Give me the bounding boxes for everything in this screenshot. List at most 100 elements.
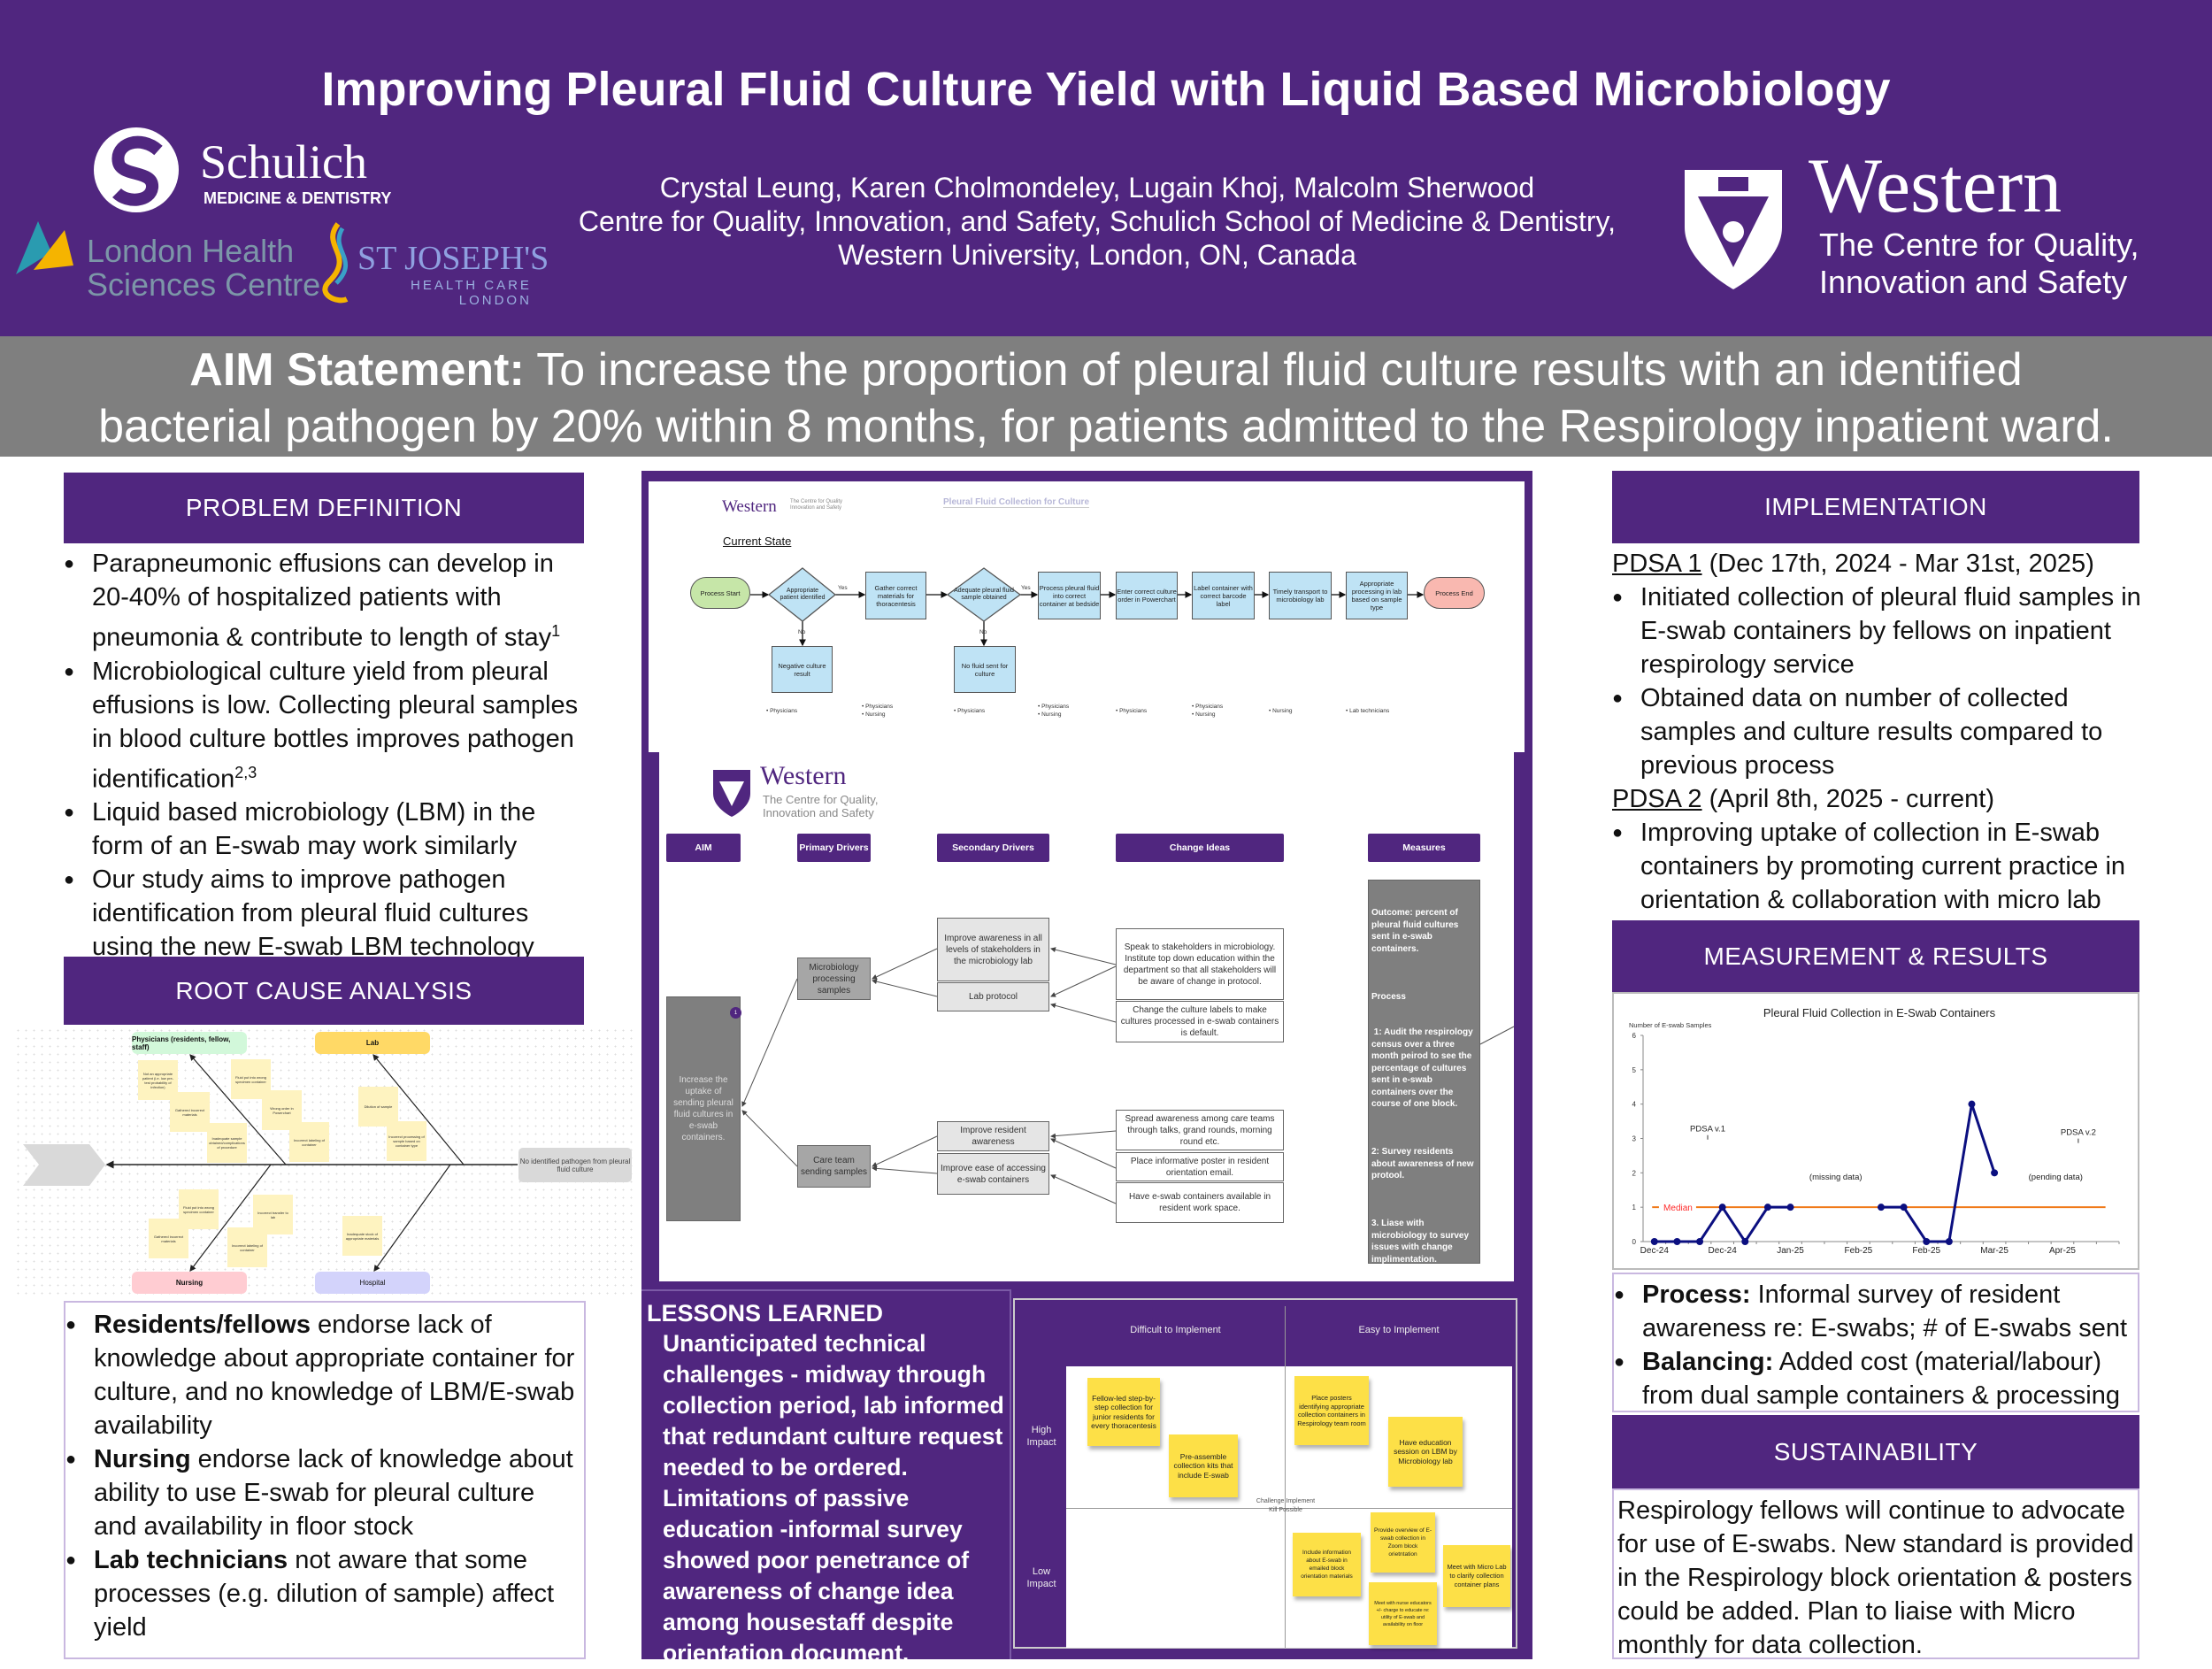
bullet-text: Obtained data on number of collected sam…	[1640, 684, 2103, 780]
lhsc-line-1: London Health	[87, 233, 295, 269]
bullet-item: Initiated collection of pleural fluid sa…	[1612, 581, 2143, 681]
role-label: • Physicians • Nursing	[862, 704, 894, 718]
sticky-note: Provide overview of E-swab collection in…	[1371, 1512, 1435, 1573]
header-change-ideas: Change Ideas	[1116, 834, 1284, 862]
lhsc-icon	[16, 221, 73, 274]
schulich-s-icon	[94, 127, 179, 212]
western-sub-1: The Centre for Quality,	[1819, 227, 2139, 263]
implementation-heading: IMPLEMENTATION	[1612, 471, 2139, 543]
secondary-driver: Improve resident awareness	[937, 1121, 1049, 1151]
sticky-note: Meet with Micro Lab to clarify collectio…	[1443, 1545, 1510, 1607]
process-step: Timely transport to microbiology lab	[1269, 572, 1332, 619]
yes-label: Yes	[1021, 585, 1031, 591]
decision-label-1: Appropriate patient identified	[780, 587, 826, 602]
data-point	[1878, 1204, 1885, 1211]
matrix-row-low: Low Impact	[1026, 1566, 1056, 1589]
change-idea: Change the culture labels to make cultur…	[1116, 1001, 1284, 1042]
fishbone-cause: Incorrect labeling of container	[289, 1122, 329, 1162]
authors: Crystal Leung, Karen Cholmondeley, Lugai…	[659, 172, 1535, 204]
bullet-text: Liquid based microbiology (LBM) in the f…	[92, 798, 536, 861]
matrix-center-1: Challenge Implement	[1256, 1498, 1316, 1504]
aim-text-2: bacterial pathogen by 20% within 8 month…	[98, 401, 2114, 452]
affiliation-line-2: Western University, London, ON, Canada	[838, 239, 1356, 271]
bullet-text: not aware that some processes (e.g. dilu…	[94, 1546, 555, 1642]
lhsc-line-2: Sciences Centre	[87, 266, 321, 303]
pdsa2-label: PDSA 2	[1612, 785, 1702, 813]
fishbone-cause: Gathered incorrect materials	[149, 1219, 188, 1258]
change-idea: Speak to stakeholders in microbiology. I…	[1116, 928, 1284, 1000]
secondary-driver: Improve awareness in all levels of stake…	[937, 918, 1049, 981]
process-step: Gather correct materials for thoracentes…	[865, 572, 926, 619]
bullet-text: endorse lack of knowledge about appropri…	[94, 1311, 575, 1440]
aim-box: Increase the uptake of sending pleural f…	[666, 996, 741, 1221]
process-start: Process Start	[690, 577, 750, 609]
matrix-col-easy: Easy to Implement	[1358, 1325, 1440, 1335]
matrix-col-difficult: Difficult to Implement	[1130, 1325, 1221, 1335]
bullet-text: Initiated collection of pleural fluid sa…	[1640, 583, 2141, 679]
driver-arrows	[741, 947, 1514, 1204]
bullet-item: Nursing endorse lack of knowledge about …	[65, 1442, 584, 1543]
bullet-bold: Lab technicians	[94, 1546, 288, 1574]
data-point	[1968, 1100, 1976, 1108]
y-tick-label: 2	[1632, 1169, 1637, 1177]
western-logo: Western The Centre for Quality,Innovatio…	[1676, 143, 2139, 300]
driver-logo-sub-2: Innovation and Safety	[763, 806, 874, 819]
bullet-item: Balancing: Added cost (material/labour) …	[1614, 1345, 2138, 1412]
secondary-driver: Improve ease of accessing e-swab contain…	[937, 1153, 1049, 1195]
decision-diamond-1	[767, 567, 837, 622]
data-point	[1696, 1238, 1704, 1245]
role-label: • Physicians • Nursing	[1038, 704, 1070, 718]
data-point	[1650, 1238, 1658, 1245]
st-josephs-sub-1: HEALTH CARE	[411, 278, 532, 293]
pdsa2-dates: (April 8th, 2025 - current)	[1701, 785, 1994, 813]
x-tick-label: Mar-25	[1980, 1246, 2008, 1256]
y-tick-label: 1	[1632, 1204, 1637, 1211]
role-label: • Physicians • Nursing	[1192, 704, 1224, 718]
bullet-item: Improving uptake of collection in E-swab…	[1612, 816, 2143, 917]
measurement-results-heading: MEASUREMENT & RESULTS	[1612, 920, 2139, 992]
bullet-item: Limitations of passive education -inform…	[647, 1483, 1010, 1669]
secondary-driver: Lab protocol	[937, 982, 1049, 1011]
x-tick-label: Dec-24	[1640, 1246, 1670, 1256]
no-label: No	[979, 629, 987, 635]
process-map-title: Pleural Fluid Collection for Culture	[943, 497, 1090, 508]
header-measures: Measures	[1368, 834, 1480, 862]
role-label: • Physicians	[766, 708, 798, 714]
data-point	[1763, 1204, 1771, 1211]
sustainability-text: Respirology fellows will continue to adv…	[1612, 1488, 2139, 1659]
fishbone-cause: Dilution of sample	[358, 1087, 398, 1127]
role-label: • Lab technicians	[1346, 708, 1390, 714]
st-josephs-sub-2: LONDON	[458, 293, 532, 308]
median-label: Median	[1663, 1204, 1693, 1213]
data-point	[1900, 1204, 1908, 1211]
no-label: No	[798, 629, 806, 635]
process-step: Enter correct culture order in Powerchar…	[1116, 572, 1178, 619]
western-sub-2: Innovation and Safety	[1819, 264, 2128, 300]
problem-definition-heading: PROBLEM DEFINITION	[64, 473, 584, 543]
matrix-center-2: Kill Possible	[1269, 1507, 1302, 1513]
bullet-bold: Residents/fellows	[94, 1311, 311, 1339]
primary-driver: Care team sending samples	[797, 1145, 871, 1188]
aim-statement-band: AIM Statement: To increase the proportio…	[0, 336, 2212, 457]
x-tick-label: Apr-25	[2049, 1246, 2076, 1256]
fishbone-category-physicians: Physicians (residents, fellow, staff)	[132, 1032, 247, 1054]
aim-badge: 1	[730, 1007, 741, 1019]
data-point	[1945, 1238, 1953, 1245]
bullet-item: Our study aims to improve pathogen ident…	[64, 863, 584, 964]
sticky-note: Place posters identifying appropriate co…	[1294, 1376, 1369, 1445]
decision-label-2: Adequate pleural fluid sample obtained	[954, 587, 1014, 602]
bullet-item: Liquid based microbiology (LBM) in the f…	[64, 796, 584, 863]
y-tick-label: 4	[1632, 1101, 1637, 1109]
data-point	[1991, 1169, 1999, 1177]
root-cause-heading: ROOT CAUSE ANALYSIS	[64, 957, 584, 1025]
run-chart: Pleural Fluid Collection in E-Swab Conta…	[1612, 992, 2139, 1270]
schulich-logo: Schulich MEDICINE & DENTISTRY	[92, 126, 391, 219]
bullet-bold: Balancing:	[1642, 1348, 1774, 1376]
driver-diagram: Western The Centre for Quality,Innovatio…	[659, 752, 1514, 1281]
bullet-item: Process: Informal survey of resident awa…	[1614, 1278, 2138, 1345]
poster-title: Improving Pleural Fluid Culture Yield wi…	[321, 63, 1891, 116]
chart-title: Pleural Fluid Collection in E-Swab Conta…	[1763, 1006, 1996, 1019]
bullet-text: Limitations of passive education -inform…	[663, 1485, 970, 1666]
bullet-text: Added cost (material/labour) from dual s…	[1642, 1348, 2120, 1410]
